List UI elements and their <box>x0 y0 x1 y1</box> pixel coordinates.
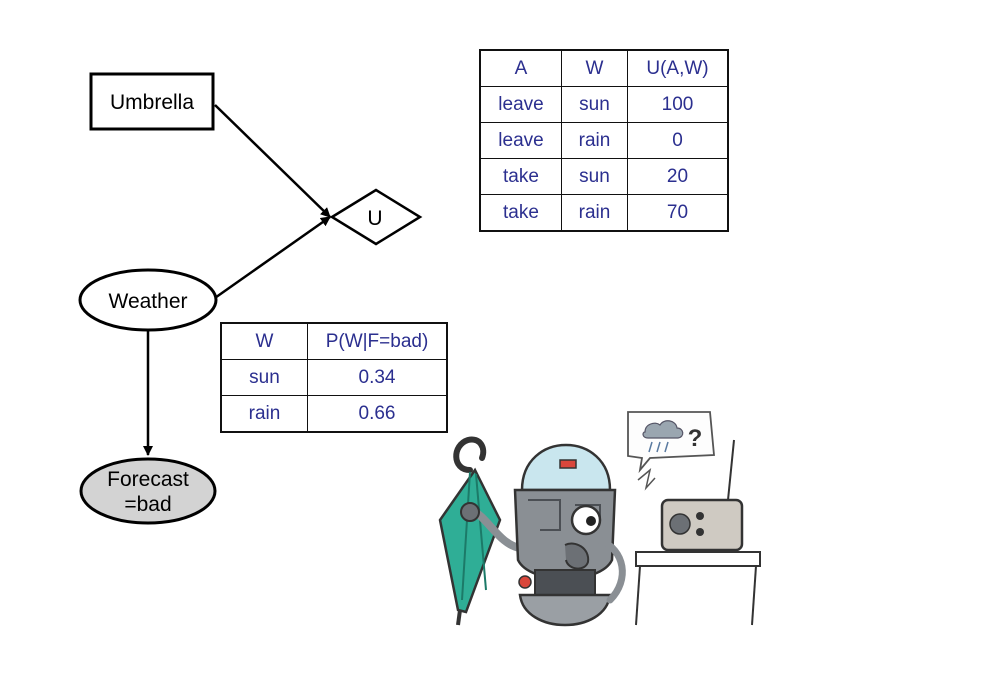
utility-node: U <box>329 188 423 246</box>
table-cell: take <box>479 158 562 195</box>
table-cell: 0 <box>627 122 729 159</box>
forecast-node-label-line1: Forecast <box>107 468 189 491</box>
forecast-node-label-line2: =bad <box>124 493 171 516</box>
radio-icon <box>660 439 744 552</box>
probability-table: W P(W|F=bad) sun 0.34 rain 0.66 <box>220 322 448 433</box>
side-table-icon <box>635 551 761 626</box>
table-cell: sun <box>220 359 308 396</box>
umbrella-node: Umbrella <box>89 72 215 131</box>
table-cell: leave <box>479 122 562 159</box>
table-cell: sun <box>561 86 628 123</box>
table-cell: 100 <box>627 86 729 123</box>
table-cell: 70 <box>627 194 729 232</box>
weather-node-label: Weather <box>109 290 188 313</box>
forecast-node: Forecast =bad <box>79 457 217 525</box>
table-cell: rain <box>561 194 628 232</box>
table-row: sun 0.34 <box>220 359 448 396</box>
table-cell: leave <box>479 86 562 123</box>
table-cell: 0.66 <box>307 395 448 433</box>
table-cell: 0.34 <box>307 359 448 396</box>
robot-illustration <box>438 436 626 627</box>
table-row: leave rain 0 <box>479 122 729 159</box>
utility-node-label: U <box>367 207 382 230</box>
umbrella-icon <box>438 436 502 626</box>
utility-table-header: W <box>561 49 628 87</box>
table-cell: sun <box>561 158 628 195</box>
robot-eye-icon <box>570 504 602 536</box>
thought-bubble-question: ? <box>688 425 703 452</box>
utility-table: A W U(A,W) leave sun 100 leave rain 0 ta… <box>479 49 729 232</box>
utility-table-header: A <box>479 49 562 87</box>
table-row: take sun 20 <box>479 158 729 195</box>
thought-bubble: ? <box>627 411 715 491</box>
edge-umbrella-to-utility <box>214 104 331 218</box>
probability-table-header: P(W|F=bad) <box>307 322 448 360</box>
table-row: leave sun 100 <box>479 86 729 123</box>
table-cell: take <box>479 194 562 232</box>
table-row: take rain 70 <box>479 194 729 232</box>
table-cell: rain <box>561 122 628 159</box>
utility-table-header-row: A W U(A,W) <box>479 49 729 87</box>
edge-weather-to-utility <box>211 215 331 302</box>
table-cell: 20 <box>627 158 729 195</box>
probability-table-header: W <box>220 322 308 360</box>
table-cell: rain <box>220 395 308 433</box>
table-row: rain 0.66 <box>220 395 448 433</box>
probability-table-header-row: W P(W|F=bad) <box>220 322 448 360</box>
umbrella-node-label: Umbrella <box>110 91 194 114</box>
weather-node: Weather <box>78 268 218 332</box>
rain-cloud-icon <box>642 420 684 453</box>
utility-table-header: U(A,W) <box>627 49 729 87</box>
